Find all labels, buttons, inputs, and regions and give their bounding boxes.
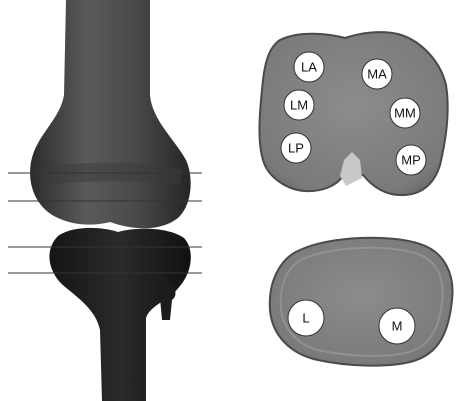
marker-label-lm: LM <box>290 98 308 113</box>
marker-label-lp: LP <box>288 141 304 156</box>
marker-lm: LM <box>284 90 314 120</box>
marker-label-ma: MA <box>367 67 387 82</box>
fibula-bone <box>159 282 175 320</box>
marker-lp: LP <box>281 133 311 163</box>
marker-mp: MP <box>396 145 426 175</box>
marker-mm: MM <box>390 98 420 128</box>
marker-m: M <box>379 308 415 344</box>
femur-bone <box>30 0 191 228</box>
marker-ma: MA <box>362 59 392 89</box>
marker-label-mm: MM <box>394 106 416 121</box>
femur-cross-section: LA MA LM MM LP MP <box>259 32 447 195</box>
marker-la: LA <box>294 52 324 82</box>
marker-label-mp: MP <box>401 153 421 168</box>
tibia-cross-section: L M <box>270 238 453 366</box>
marker-label-l: L <box>302 311 309 326</box>
marker-label-m: M <box>392 319 403 334</box>
marker-l: L <box>288 300 324 336</box>
marker-label-la: LA <box>301 60 317 75</box>
